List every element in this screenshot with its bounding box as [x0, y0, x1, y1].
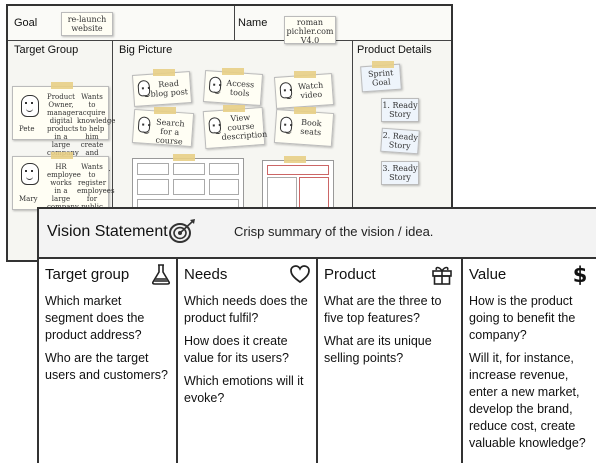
persona-face-icon: [21, 163, 39, 185]
needs-question: Which needs does the product fulfil?: [184, 294, 308, 325]
epic-card: View course description: [202, 106, 268, 150]
persona-name: Mary: [19, 195, 38, 203]
product-heading: Product: [324, 266, 376, 283]
value-question: Will it, for instance, increase revenue,…: [469, 351, 586, 450]
target-group-question: Who are the target users and customers?: [45, 351, 168, 382]
epic-card: Read blog post: [131, 71, 193, 107]
column-divider-1: [112, 40, 113, 260]
name-note-text: roman pichler.com V4.0: [286, 18, 334, 45]
tape: [294, 107, 316, 114]
tape: [51, 152, 73, 159]
big-picture-label: Big Picture: [119, 44, 173, 56]
svg-text:$: $: [573, 263, 588, 285]
value-question: How is the product going to benefit the …: [469, 294, 576, 342]
persona-desc: Product Owner, manager digital products …: [47, 93, 79, 157]
product-column: Product What are the three to five top f…: [316, 259, 463, 463]
goal-note-text: re-launch website: [67, 15, 107, 33]
user-face-icon: [137, 79, 151, 97]
target-group-label: Target Group: [14, 44, 79, 56]
story-note: 2. Ready Story: [380, 127, 420, 155]
story-note: 1. Ready Story: [381, 98, 419, 122]
needs-question: Which emotions will it evoke?: [184, 374, 304, 405]
persona-card: Mary HR employee works in a large compan…: [12, 156, 115, 227]
product-question: What are the three to five top features?: [324, 294, 442, 325]
tape: [284, 156, 306, 163]
goal-note: re-launch website: [61, 12, 113, 36]
epic-text: Book seats: [299, 117, 322, 138]
vision-statement-description: Crisp summary of the vision / idea.: [234, 224, 434, 239]
story-note: 3. Ready Story: [381, 161, 419, 185]
name-label: Name: [238, 17, 268, 29]
tape: [153, 69, 175, 76]
header-divider: [234, 6, 235, 40]
value-heading: Value: [469, 266, 507, 283]
vision-statement-title: Vision Statement: [47, 223, 168, 240]
epic-text: Search for a course: [155, 117, 185, 147]
epic-text: View course description: [221, 112, 268, 142]
tape: [222, 68, 244, 75]
user-face-icon: [279, 81, 293, 99]
vision-board: Vision Statement Crisp summary of the vi…: [37, 207, 596, 463]
user-face-icon: [208, 116, 222, 134]
epic-text: Watch video: [297, 80, 324, 101]
tape: [173, 154, 195, 161]
tape: [51, 82, 73, 89]
value-column: Value $ How is the product going to bene…: [461, 259, 596, 463]
tape: [294, 71, 316, 78]
persona-desc: HR employee works in a large company: [47, 163, 81, 211]
name-note: roman pichler.com V4.0: [284, 16, 336, 45]
needs-column: Needs Which needs does the product fulfi…: [176, 259, 318, 463]
story-text: 2. Ready Story: [382, 130, 419, 151]
vision-statement-row: Vision Statement Crisp summary of the vi…: [39, 209, 596, 259]
goal-label: Goal: [14, 17, 38, 29]
tape: [154, 107, 176, 114]
sprint-goal-text: Sprint Goal: [367, 68, 394, 88]
tape: [223, 105, 245, 112]
column-divider-2: [352, 40, 353, 260]
epic-card: Access tools: [202, 70, 264, 106]
epic-text: Read blog post: [150, 78, 189, 99]
story-text: 1. Ready Story: [382, 101, 418, 119]
heart-icon: [290, 265, 310, 284]
needs-heading: Needs: [184, 266, 228, 283]
story-text: 3. Ready Story: [382, 164, 418, 182]
needs-question: How does it create value for its users?: [184, 334, 289, 365]
product-question: What are its unique selling points?: [324, 334, 432, 365]
gift-icon: [432, 266, 452, 285]
target-group-heading: Target group: [45, 266, 130, 283]
persona-card: Pete Product Owner, manager digital prod…: [12, 86, 115, 173]
tape: [372, 61, 394, 68]
persona-name: Pete: [19, 125, 35, 133]
epic-card: Watch video: [273, 73, 335, 109]
target-group-question: Which market segment does the product ad…: [45, 294, 145, 342]
epic-card: Search for a course: [131, 108, 195, 148]
target-dart-icon: [169, 219, 195, 243]
epic-card: Book seats: [273, 109, 335, 147]
epic-text: Access tools: [226, 78, 255, 99]
persona-face-icon: [21, 95, 39, 117]
product-details-label: Product Details: [357, 44, 432, 56]
target-group-column: Target group Which market segment does t…: [39, 259, 176, 463]
dollar-icon: $: [573, 263, 588, 285]
flask-icon: [151, 264, 171, 285]
